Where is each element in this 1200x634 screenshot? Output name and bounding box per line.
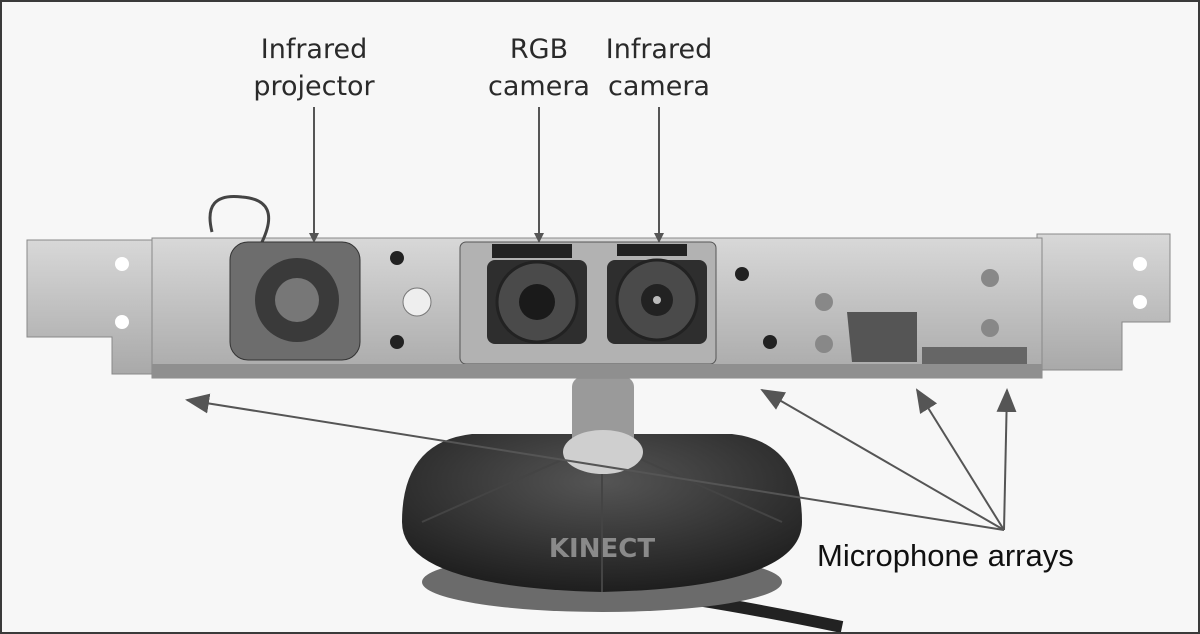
svg-text:projector: projector bbox=[253, 71, 375, 102]
label-infrared-projector: Infrared projector bbox=[253, 34, 376, 243]
arrow-mic-3 bbox=[915, 388, 1005, 531]
bracket-left bbox=[26, 239, 153, 375]
label-rgb-camera: RGB camera bbox=[488, 34, 590, 243]
svg-text:camera: camera bbox=[488, 71, 590, 102]
svg-text:Microphone arrays: Microphone arrays bbox=[817, 538, 1074, 573]
svg-text:camera: camera bbox=[608, 71, 710, 102]
svg-text:Infrared: Infrared bbox=[261, 34, 367, 65]
label-infrared-camera: Infrared camera bbox=[606, 34, 712, 243]
svg-text:Infrared: Infrared bbox=[606, 34, 712, 65]
arrow-mic-4 bbox=[996, 388, 1017, 531]
arrow-mic-1 bbox=[185, 393, 1005, 531]
kinect-device: KINECT bbox=[26, 194, 1171, 632]
svg-text:RGB: RGB bbox=[510, 34, 568, 65]
arrow-mic-2 bbox=[760, 388, 1005, 531]
label-microphone-arrays: Microphone arrays bbox=[185, 388, 1074, 573]
device-logo: KINECT bbox=[549, 534, 655, 564]
bracket-right bbox=[1036, 233, 1171, 371]
